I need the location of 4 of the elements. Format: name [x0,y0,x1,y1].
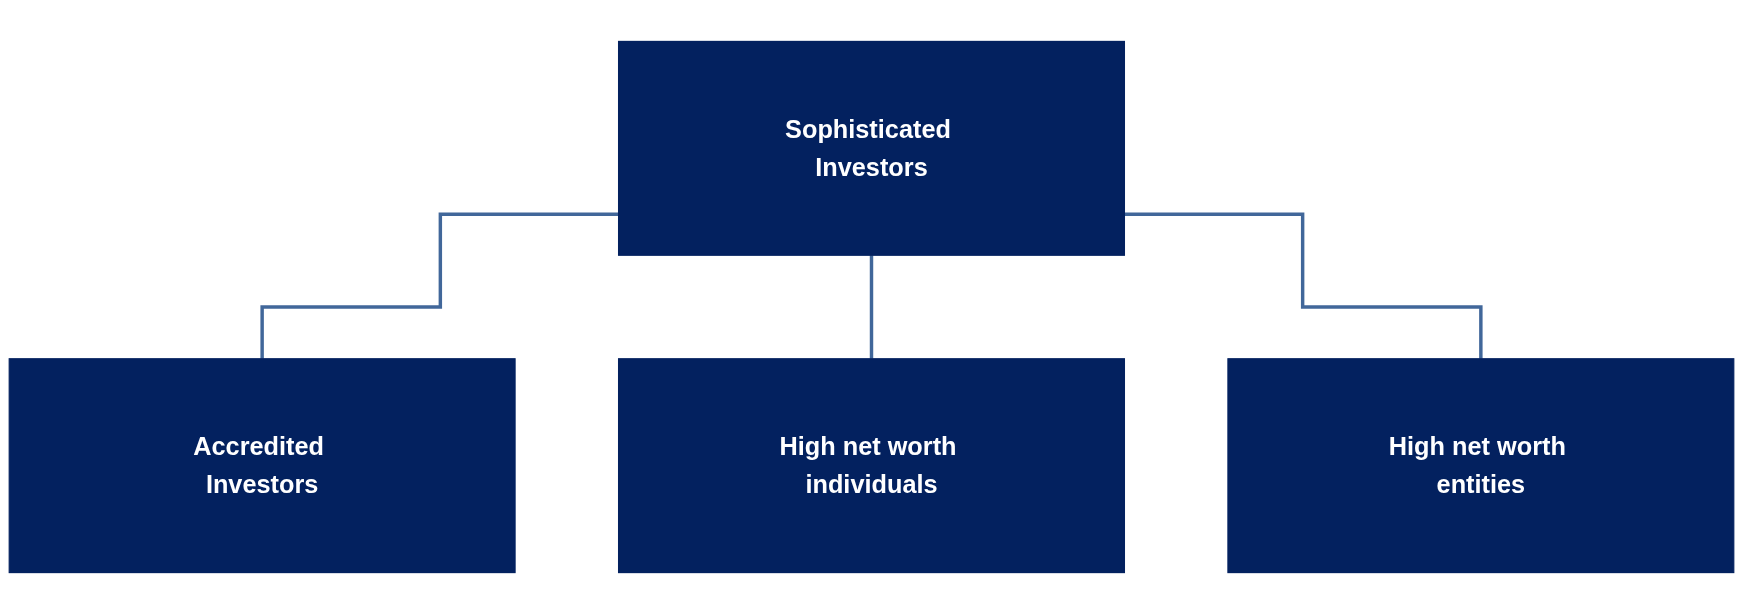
node-box: High net worth entities [1227,358,1735,574]
node-box: Sophisticated Investors [618,40,1125,256]
node-box: Accredited Investors [8,358,516,574]
node-box: High net worth individuals [618,358,1125,574]
